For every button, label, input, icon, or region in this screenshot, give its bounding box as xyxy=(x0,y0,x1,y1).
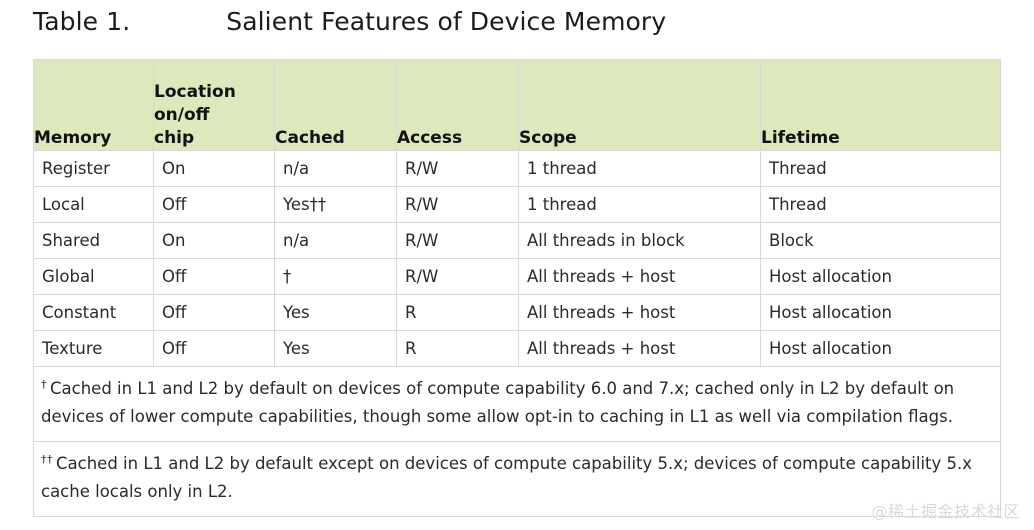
cell-access: R xyxy=(396,330,519,367)
column-header-cached-line-1: Cached xyxy=(275,128,345,148)
cell-access: R/W xyxy=(396,186,519,223)
column-header-location-line-3: chip xyxy=(154,128,195,148)
footnote-row: ††Cached in L1 and L2 by default except … xyxy=(33,441,1001,517)
cell-memory: Texture xyxy=(33,330,154,367)
footnote-row: †Cached in L1 and L2 by default on devic… xyxy=(33,366,1001,442)
cell-scope: All threads in block xyxy=(518,222,761,259)
cell-cached: Yes xyxy=(274,294,397,331)
table-row: Global Off † R/W All threads + host Host… xyxy=(33,258,1001,295)
cell-memory: Constant xyxy=(33,294,154,331)
column-header-memory-line-1: Memory xyxy=(34,128,112,148)
table-row: Register On n/a R/W 1 thread Thread xyxy=(33,150,1001,187)
cell-memory: Shared xyxy=(33,222,154,259)
cell-memory: Register xyxy=(33,150,154,187)
cell-lifetime: Host allocation xyxy=(760,294,1001,331)
cell-lifetime: Thread xyxy=(760,150,1001,187)
footnote-double-dagger: ††Cached in L1 and L2 by default except … xyxy=(33,441,1001,517)
cell-access: R/W xyxy=(396,150,519,187)
cell-location: On xyxy=(153,222,275,259)
footnote-marker: †† xyxy=(41,452,53,466)
column-header-access-line-1: Access xyxy=(397,128,463,148)
cell-scope: All threads + host xyxy=(518,294,761,331)
column-header-memory: Memory xyxy=(33,59,154,151)
cell-memory: Local xyxy=(33,186,154,223)
cell-lifetime: Host allocation xyxy=(760,330,1001,367)
cell-scope: All threads + host xyxy=(518,258,761,295)
cell-scope: All threads + host xyxy=(518,330,761,367)
cell-location: Off xyxy=(153,330,275,367)
table-row: Local Off Yes†† R/W 1 thread Thread xyxy=(33,186,1001,223)
table-footnotes: †Cached in L1 and L2 by default on devic… xyxy=(33,366,1001,517)
table-row: Constant Off Yes R All threads + host Ho… xyxy=(33,294,1001,331)
footnote-marker: † xyxy=(41,377,47,391)
cell-cached: n/a xyxy=(274,222,397,259)
cell-lifetime: Thread xyxy=(760,186,1001,223)
table-caption: Table 1. Salient Features of Device Memo… xyxy=(33,6,666,38)
footnote-text: Cached in L1 and L2 by default except on… xyxy=(41,454,973,501)
cell-access: R/W xyxy=(396,222,519,259)
cell-lifetime: Block xyxy=(760,222,1001,259)
cell-scope: 1 thread xyxy=(518,150,761,187)
column-header-location-line-2: on/off xyxy=(154,105,210,125)
device-memory-table: Memory Location on/off chip Cached Acces… xyxy=(33,59,1001,517)
cell-cached: Yes†† xyxy=(274,186,397,223)
cell-scope: 1 thread xyxy=(518,186,761,223)
table-header: Memory Location on/off chip Cached Acces… xyxy=(33,59,1001,151)
column-header-lifetime-line-1: Lifetime xyxy=(761,128,840,148)
table-row: Texture Off Yes R All threads + host Hos… xyxy=(33,330,1001,367)
cell-location: Off xyxy=(153,294,275,331)
column-header-location: Location on/off chip xyxy=(153,59,275,151)
cell-access: R xyxy=(396,294,519,331)
caption-label: Table 1. xyxy=(33,7,131,36)
cell-cached: Yes xyxy=(274,330,397,367)
table-header-row: Memory Location on/off chip Cached Acces… xyxy=(33,59,1001,151)
column-header-access: Access xyxy=(396,59,519,151)
cell-cached: n/a xyxy=(274,150,397,187)
column-header-location-line-1: Location xyxy=(154,82,236,102)
cell-memory: Global xyxy=(33,258,154,295)
cell-lifetime: Host allocation xyxy=(760,258,1001,295)
caption-title: Salient Features of Device Memory xyxy=(226,7,667,36)
table-body: Register On n/a R/W 1 thread Thread Loca… xyxy=(33,150,1001,367)
footnote-dagger: †Cached in L1 and L2 by default on devic… xyxy=(33,366,1001,442)
cell-location: On xyxy=(153,150,275,187)
column-header-scope-line-1: Scope xyxy=(519,128,577,148)
cell-location: Off xyxy=(153,258,275,295)
watermark: @稀土掘金技术社区 xyxy=(871,502,1020,521)
cell-location: Off xyxy=(153,186,275,223)
cell-cached: † xyxy=(274,258,397,295)
cell-access: R/W xyxy=(396,258,519,295)
footnote-text: Cached in L1 and L2 by default on device… xyxy=(41,379,955,426)
column-header-lifetime: Lifetime xyxy=(760,59,1001,151)
table-row: Shared On n/a R/W All threads in block B… xyxy=(33,222,1001,259)
column-header-scope: Scope xyxy=(518,59,761,151)
column-header-cached: Cached xyxy=(274,59,397,151)
